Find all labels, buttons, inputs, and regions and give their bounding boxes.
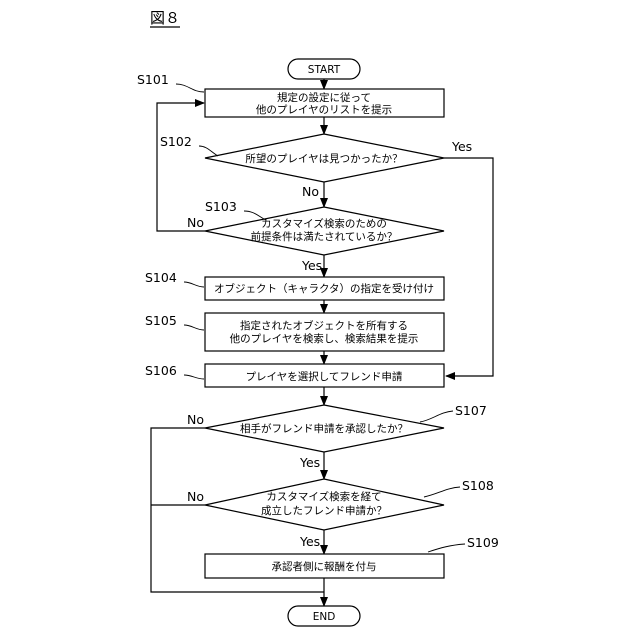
step-s106-id: S106 (145, 363, 177, 378)
s107-no-label: No (187, 412, 204, 427)
step-s109-leader (428, 544, 465, 552)
step-s103-leader (244, 211, 266, 220)
step-s108-line1: カスタマイズ検索を経て (266, 490, 381, 503)
step-s105-leader (184, 325, 204, 330)
step-s101-line2: 他のプレイヤのリストを提示 (256, 103, 392, 116)
start-label: START (308, 64, 341, 76)
step-s102-id: S102 (160, 134, 192, 149)
step-s101-id: S101 (137, 72, 169, 87)
step-s109-text: 承認者側に報酬を付与 (272, 560, 377, 573)
step-s105-line1: 指定されたオブジェクトを所有する (240, 319, 408, 332)
end-label: END (313, 611, 336, 623)
s102-no-label: No (302, 184, 319, 199)
step-s105-id: S105 (145, 313, 177, 328)
step-s105-box (205, 313, 444, 351)
s103-yes-label: Yes (301, 258, 322, 273)
figure-label: 図８ (150, 9, 180, 27)
step-s105-line2: 他のプレイヤを検索し、検索結果を提示 (230, 332, 419, 345)
step-s104-leader (184, 282, 204, 287)
step-s103-line2: 前提条件は満たされているか？ (251, 230, 398, 243)
s107-yes-label: Yes (299, 455, 320, 470)
s102-yes-label: Yes (451, 139, 472, 154)
step-s107-leader (420, 411, 453, 422)
step-s104-id: S104 (145, 270, 177, 285)
step-s106-text: プレイヤを選択してフレンド申請 (246, 370, 403, 383)
step-s101-line1: 規定の設定に従って (277, 91, 371, 104)
step-s108-line2: 成立したフレンド申請か？ (261, 504, 387, 517)
step-s102-text: 所望のプレイヤは見つかったか？ (245, 152, 402, 165)
step-s103-id: S103 (205, 199, 237, 214)
s103-no-label: No (187, 215, 204, 230)
step-s108-leader (424, 487, 460, 497)
s108-yes-label: Yes (299, 534, 320, 549)
s108-no-label: No (187, 489, 204, 504)
step-s104-text: オブジェクト（キャラクタ）の指定を受け付け (214, 282, 434, 295)
step-s101-leader (176, 84, 204, 92)
step-s102-leader (199, 146, 218, 156)
step-s109-id: S109 (467, 535, 499, 550)
step-s108-id: S108 (462, 478, 494, 493)
step-s107-text: 相手がフレンド申請を承認したか？ (240, 422, 408, 435)
step-s107-id: S107 (455, 403, 487, 418)
step-s106-leader (184, 375, 204, 379)
step-s103-line1: カスタマイズ検索のための (261, 217, 387, 230)
